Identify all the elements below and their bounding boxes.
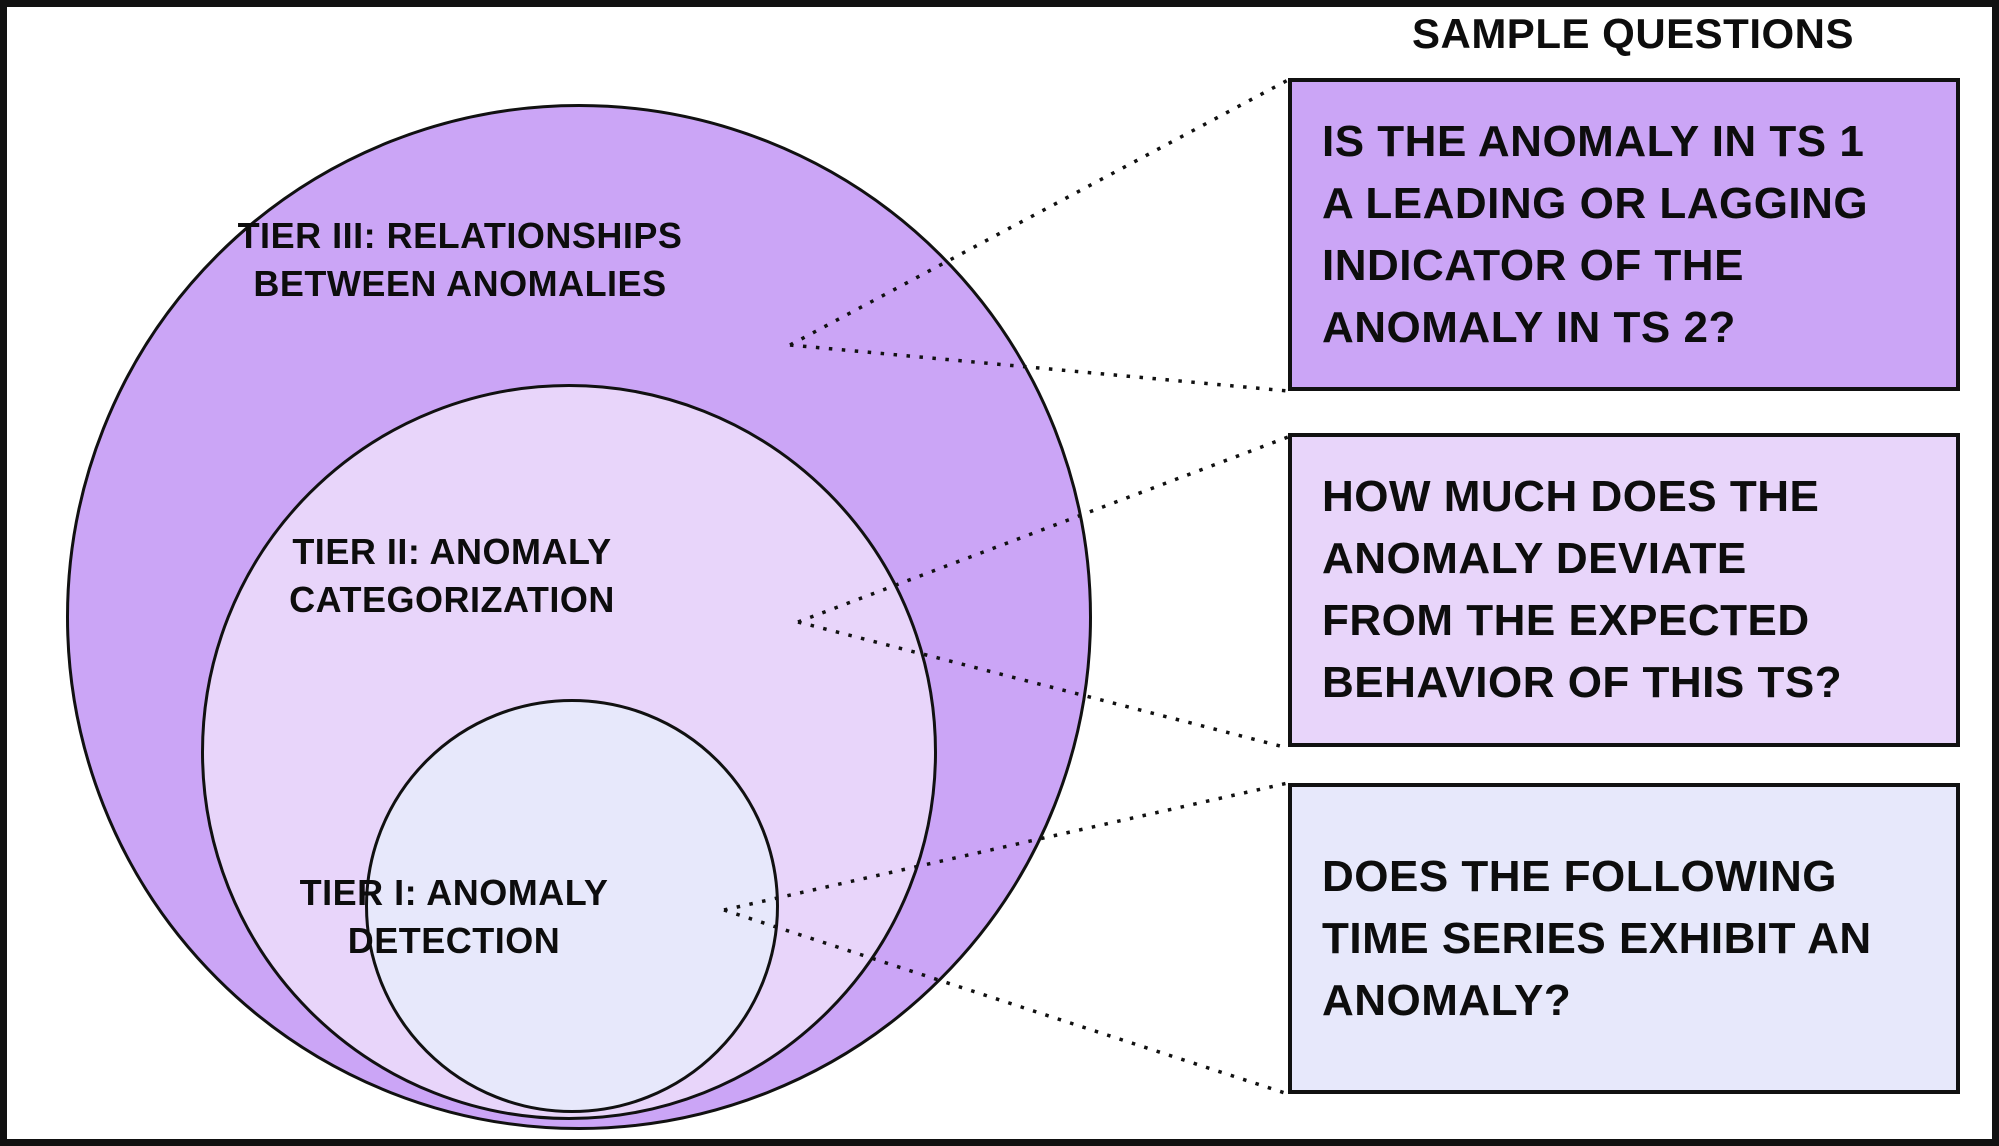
tier-3-label: TIER III: RELATIONSHIPS BETWEEN ANOMALIE… [237, 215, 683, 304]
tier-1-circle [365, 699, 779, 1113]
sample-questions-heading: SAMPLE QUESTIONS [1411, 10, 1855, 57]
tier-2-label: TIER II: ANOMALY CATEGORIZATION [289, 531, 615, 620]
question-box-tier-1: DOES THE FOLLOWING TIME SERIES EXHIBIT A… [1288, 783, 1960, 1094]
question-box-tier-2: HOW MUCH DOES THE ANOMALY DEVIATE FROM T… [1288, 433, 1960, 747]
question-text-tier-2: HOW MUCH DOES THE ANOMALY DEVIATE FROM T… [1322, 472, 1843, 707]
tier-1-label: TIER I: ANOMALY DETECTION [299, 872, 609, 961]
question-box-tier-3: IS THE ANOMALY IN TS 1 A LEADING OR LAGG… [1288, 78, 1960, 391]
question-text-tier-3: IS THE ANOMALY IN TS 1 A LEADING OR LAGG… [1322, 116, 1869, 352]
question-text-tier-1: DOES THE FOLLOWING TIME SERIES EXHIBIT A… [1322, 851, 1872, 1025]
